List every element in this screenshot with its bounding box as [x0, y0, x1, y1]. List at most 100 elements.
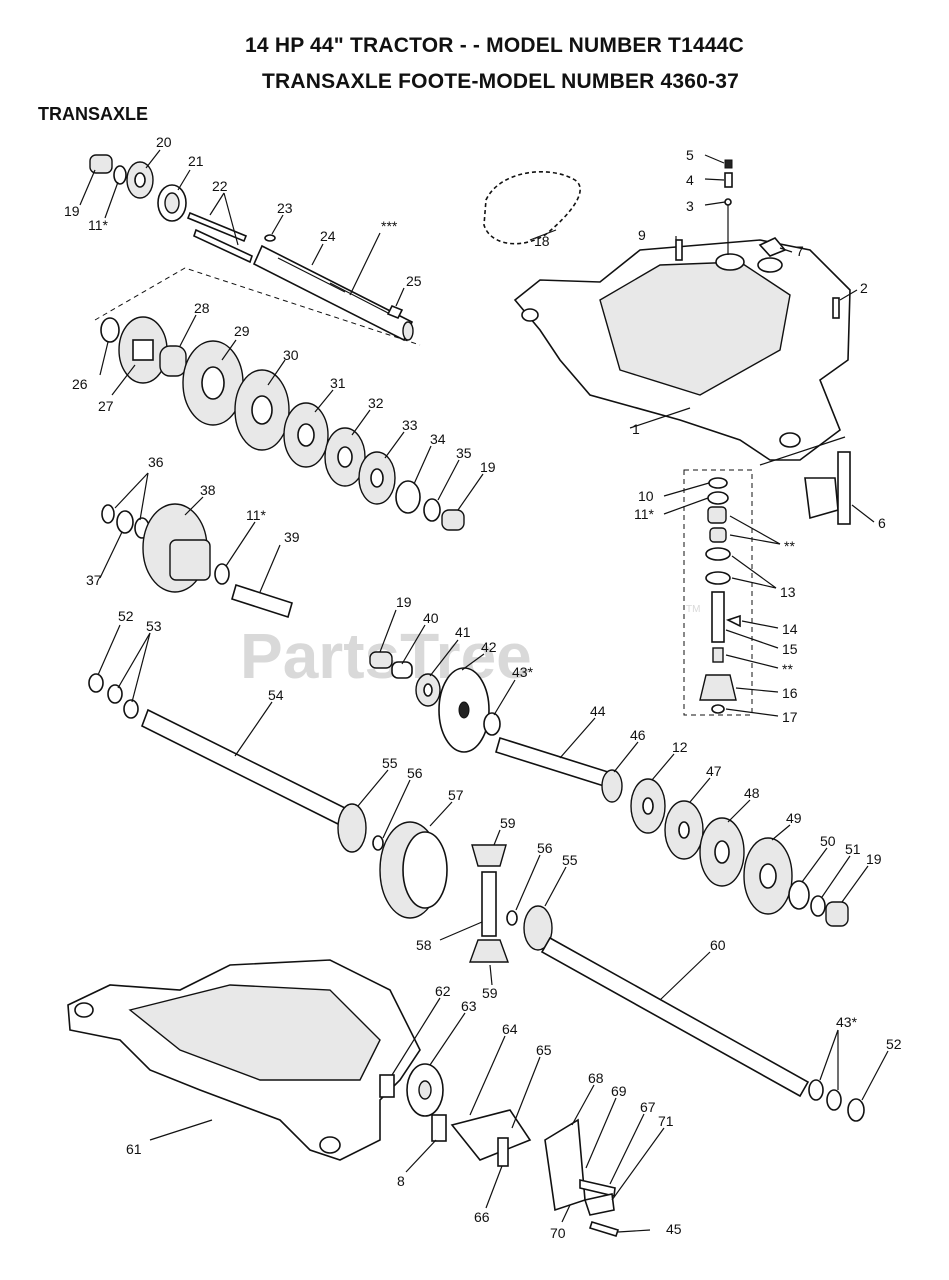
callout-1: 1	[632, 421, 640, 437]
part-13-washer-b	[705, 571, 731, 585]
callout-3: 3	[686, 198, 694, 214]
part-spline	[712, 647, 724, 663]
callout-triple-star: ***	[381, 218, 398, 234]
callout-labels: 19 11* 20 21 22 23 24 *** 25 26 27 28 29…	[64, 134, 902, 1241]
part-53-washer-b	[123, 699, 139, 719]
callout-62: 62	[435, 983, 451, 999]
callout-65: 65	[536, 1042, 552, 1058]
part-29-gear	[182, 340, 244, 426]
callout-19d: 19	[866, 851, 882, 867]
callout-31: 31	[330, 375, 346, 391]
part-71-clip	[583, 1193, 615, 1216]
part-14-key	[725, 614, 741, 628]
callout-23: 23	[277, 200, 293, 216]
leader-lines	[79, 149, 889, 1233]
callout-69: 69	[611, 1083, 627, 1099]
callout-58: 58	[416, 937, 432, 953]
callout-11: 11*	[88, 217, 109, 233]
callout-48: 48	[744, 785, 760, 801]
callout-19b: 19	[480, 459, 496, 475]
part-10-washer	[708, 477, 728, 489]
callout-37: 37	[86, 572, 102, 588]
callout-2: 2	[860, 280, 868, 296]
part-25-key	[386, 304, 404, 320]
part-43-washer-b1	[808, 1079, 824, 1101]
callout-6: 6	[878, 515, 886, 531]
callout-4: 4	[686, 172, 694, 188]
callout-52b: 52	[886, 1036, 902, 1052]
callout-41: 41	[455, 624, 471, 640]
callout-47: 47	[706, 763, 722, 779]
part-48-gear	[699, 817, 745, 887]
callout-8: 8	[397, 1173, 405, 1189]
callout-54: 54	[268, 687, 284, 703]
part-45-bolt	[588, 1221, 620, 1237]
part-42-disc	[438, 667, 490, 753]
part-8-key	[431, 1114, 447, 1142]
part-56-washer-b	[506, 910, 518, 926]
part-53-washer-a	[107, 684, 123, 704]
part-56-washer	[372, 835, 384, 851]
shift-stack	[683, 469, 753, 716]
part-18-chain	[483, 171, 581, 245]
callout-35: 35	[456, 445, 472, 461]
callout-19: 19	[64, 203, 80, 219]
callout-24: 24	[320, 228, 336, 244]
callout-11c: 11*	[634, 506, 655, 522]
part-44-shaft	[495, 736, 609, 788]
diagram-title-line-2: TRANSAXLE FOOTE-MODEL NUMBER 4360-37	[261, 70, 740, 93]
callout-9: 9	[638, 227, 646, 243]
callout-14: 14	[782, 621, 798, 637]
part-20-gear	[126, 161, 154, 199]
part-35-washer	[423, 498, 441, 522]
gear-stack	[100, 316, 465, 531]
callout-70: 70	[550, 1225, 566, 1241]
part-9-bolt	[675, 239, 683, 261]
callout-55: 55	[382, 755, 398, 771]
part-19-bushing	[89, 154, 113, 174]
cluster-gear-group	[101, 503, 293, 619]
assembly-bracket-line	[94, 267, 421, 346]
part-61-lower-case	[67, 959, 421, 1161]
callout-10: 10	[638, 488, 654, 504]
callout-53: 53	[146, 618, 162, 634]
part-37-washer	[116, 510, 134, 534]
callout-32: 32	[368, 395, 384, 411]
part-17-ring	[711, 704, 725, 714]
part-23-ring	[264, 234, 276, 242]
part-13-washer-a	[705, 547, 731, 561]
part-68-bracket	[544, 1118, 586, 1212]
part-33-gear	[358, 451, 396, 505]
part-39-shaft	[231, 583, 293, 619]
part-1-upper-case	[513, 239, 851, 461]
part-32-gear	[324, 427, 366, 487]
part-6-shift-bracket	[804, 451, 851, 525]
callout-5: 5	[686, 147, 694, 163]
callout-43b: 43*	[836, 1014, 858, 1030]
part-16-bevel-pinion	[699, 674, 737, 701]
callout-11b: 11*	[246, 507, 267, 523]
callout-double-star-b: **	[782, 661, 793, 677]
part-41-sprocket	[415, 673, 441, 707]
part-49-gear	[743, 837, 793, 915]
part-67-bolt	[579, 1178, 616, 1197]
part-12-gear	[630, 778, 666, 834]
part-66-pin	[497, 1137, 509, 1167]
callout-56b: 56	[537, 840, 553, 856]
part-24-shaft	[252, 244, 414, 342]
callout-36: 36	[148, 454, 164, 470]
part-59-pinion-bottom	[469, 939, 509, 963]
part-62-block	[379, 1074, 395, 1098]
bearing-lower	[709, 527, 727, 543]
callout-51: 51	[845, 841, 861, 857]
callout-61: 61	[126, 1141, 142, 1157]
part-43-washer-b2	[826, 1089, 842, 1111]
part-22-key-upper	[186, 211, 248, 243]
part-52-ring	[88, 673, 104, 693]
callout-39: 39	[284, 529, 300, 545]
callout-56: 56	[407, 765, 423, 781]
callout-15: 15	[782, 641, 798, 657]
callout-19c: 19	[396, 594, 412, 610]
callout-16: 16	[782, 685, 798, 701]
callout-38: 38	[200, 482, 216, 498]
